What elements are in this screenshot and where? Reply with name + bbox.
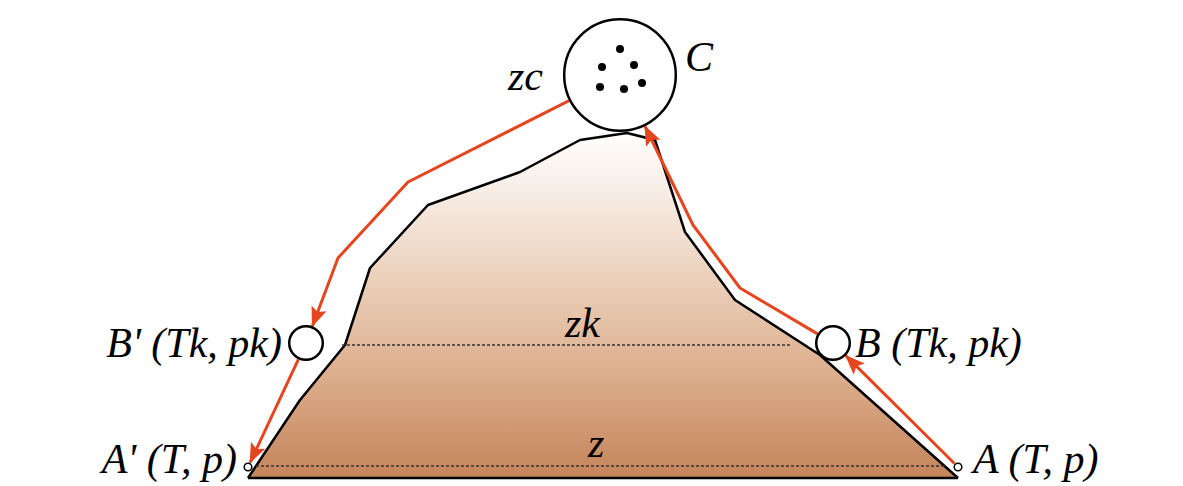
height-label: z bbox=[588, 422, 604, 464]
parcel-outline bbox=[953, 462, 963, 472]
parcel-label: C bbox=[685, 36, 713, 78]
ground-line bbox=[248, 477, 958, 480]
level-line bbox=[256, 465, 945, 467]
mountain-body bbox=[248, 133, 958, 478]
parcel-label: B' (Tk, pk) bbox=[106, 322, 282, 364]
parcel-label: B (Tk, pk) bbox=[855, 322, 1022, 364]
air-parcel: C bbox=[563, 18, 677, 132]
droplet-dot bbox=[616, 45, 624, 53]
mountain-outline bbox=[248, 133, 958, 478]
air-parcel: A (T, p) bbox=[953, 462, 963, 472]
height-label: zc bbox=[508, 55, 543, 97]
height-label: zk bbox=[565, 302, 600, 344]
level-line bbox=[342, 344, 790, 346]
parcel-outline bbox=[288, 325, 324, 361]
parcel-label: A (T, p) bbox=[973, 438, 1099, 480]
parcel-label: A' (T, p) bbox=[102, 438, 237, 480]
flow-arrow bbox=[846, 356, 955, 464]
droplet-dot bbox=[620, 85, 628, 93]
air-parcel: B (Tk, pk) bbox=[815, 325, 851, 361]
parcel-circle bbox=[289, 326, 323, 360]
flow-arrow bbox=[250, 359, 298, 462]
air-parcel: B' (Tk, pk) bbox=[288, 325, 324, 361]
parcel-outline bbox=[243, 462, 253, 472]
parcel-circle bbox=[564, 19, 676, 131]
flow-arrow bbox=[645, 126, 818, 334]
air-parcel: A' (T, p) bbox=[243, 462, 253, 472]
parcel-circle bbox=[816, 326, 850, 360]
parcel-circle bbox=[244, 463, 252, 471]
parcel-outline bbox=[563, 18, 677, 132]
parcel-circle bbox=[954, 463, 962, 471]
parcel-outline bbox=[815, 325, 851, 361]
flow-arrow bbox=[312, 101, 569, 326]
droplet-dot bbox=[630, 61, 638, 69]
droplet-dot bbox=[638, 79, 646, 87]
droplet-dot bbox=[596, 83, 604, 91]
droplet-dot bbox=[598, 63, 606, 71]
